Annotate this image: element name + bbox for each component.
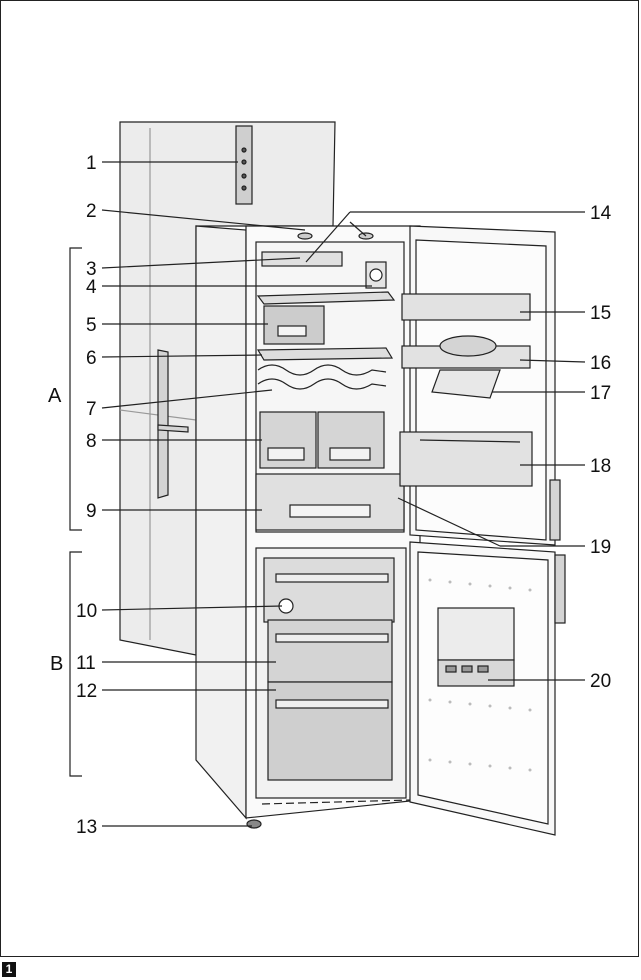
group-label-b: B: [50, 653, 63, 675]
callout-13: 13: [76, 817, 97, 838]
freezer-door-open: [410, 542, 565, 835]
callout-17: 17: [590, 383, 611, 404]
callout-11: 11: [76, 653, 96, 674]
callout-1: 1: [86, 153, 97, 174]
figure-number-badge: 1: [2, 962, 16, 977]
callout-15: 15: [590, 303, 611, 324]
callout-5: 5: [86, 315, 97, 336]
callout-2: 2: [86, 201, 97, 222]
freezer-drawer-middle: [268, 620, 392, 682]
callout-14: 14: [590, 203, 612, 224]
fridge-door-open: [400, 226, 560, 545]
callout-9: 9: [86, 501, 97, 522]
callout-18: 18: [590, 456, 611, 477]
callout-6: 6: [86, 348, 97, 369]
callout-19: 19: [590, 537, 611, 558]
control-panel-illustration: [236, 126, 252, 204]
freezer-drawer-bottom: [268, 682, 392, 780]
callout-8: 8: [86, 431, 97, 452]
callout-10: 10: [76, 601, 97, 622]
callout-12: 12: [76, 681, 97, 702]
open-fridge-body: [196, 226, 422, 828]
callout-16: 16: [590, 353, 611, 374]
callout-20: 20: [590, 671, 611, 692]
fridge-freezer-diagram: 1 2 3 4 5 6 7 8 9 10 11 12 13 14 15 16 1…: [0, 0, 641, 957]
callout-4: 4: [86, 277, 97, 298]
freezer-control-panel: [438, 660, 514, 686]
group-label-a: A: [48, 385, 62, 407]
callout-7: 7: [86, 399, 97, 420]
